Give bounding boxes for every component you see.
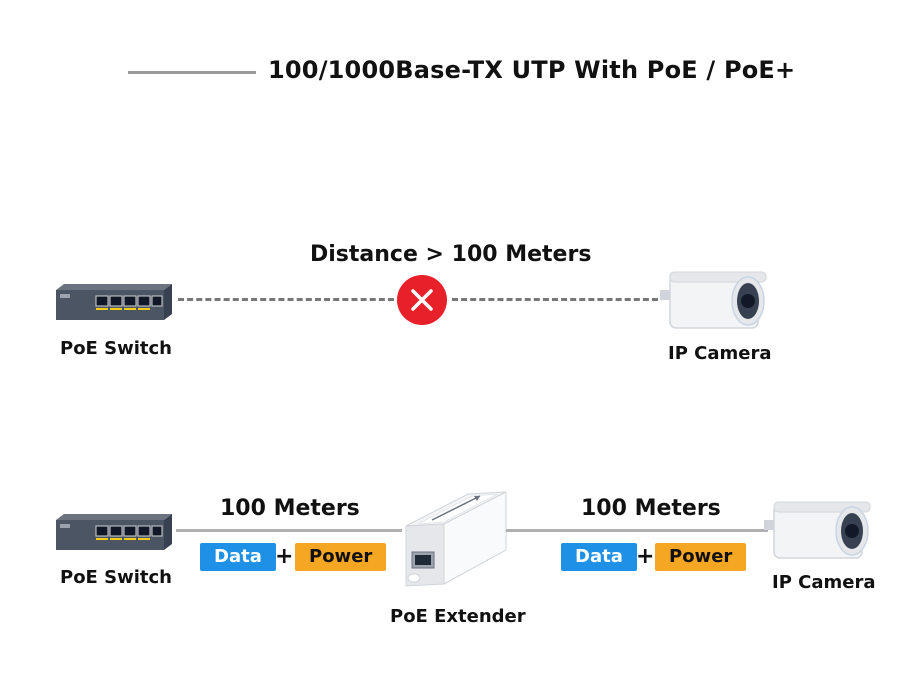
poe-switch-label: PoE Switch xyxy=(60,338,172,359)
ip-camera-icon xyxy=(660,268,770,334)
meters-label-left: 100 Meters xyxy=(220,496,360,521)
ip-camera-label: IP Camera xyxy=(772,572,876,593)
plus-sign-right: + xyxy=(636,544,655,569)
plus-sign-left: + xyxy=(275,544,294,569)
poe-extender-icon xyxy=(398,466,510,590)
poe-switch-icon xyxy=(52,282,174,324)
meters-label-right: 100 Meters xyxy=(581,496,721,521)
distance-label: Distance > 100 Meters xyxy=(310,242,592,267)
poe-switch-label: PoE Switch xyxy=(60,567,172,588)
diagram-title: 100/1000Base-TX UTP With PoE / PoE+ xyxy=(268,56,796,84)
poe-switch-icon xyxy=(52,512,174,554)
ip-camera-label: IP Camera xyxy=(668,343,772,364)
poe-extender-label: PoE Extender xyxy=(390,606,526,627)
cable-segment-left xyxy=(176,529,402,532)
legend-line xyxy=(128,71,256,74)
dashed-cable-right xyxy=(452,298,658,301)
data-badge-right: Data xyxy=(561,543,637,571)
power-badge-left: Power xyxy=(295,543,387,571)
ip-camera-icon xyxy=(764,498,874,564)
power-badge-right: Power xyxy=(655,543,747,571)
x-circle-icon xyxy=(397,275,447,325)
dashed-cable-left xyxy=(178,298,394,301)
data-badge-left: Data xyxy=(200,543,276,571)
cable-segment-right xyxy=(506,529,768,532)
